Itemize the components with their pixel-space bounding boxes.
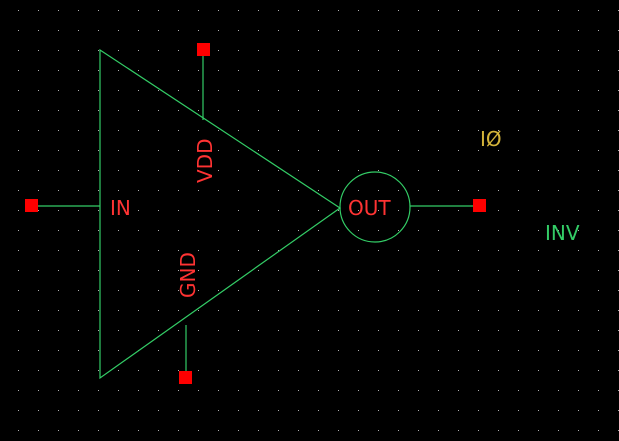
gnd-pin-label: GND [176, 252, 200, 298]
instance-name-label[interactable]: IØ [480, 127, 502, 151]
in-pin-icon[interactable] [25, 199, 38, 212]
vdd-pin-icon[interactable] [197, 43, 210, 56]
inverter-triangle[interactable] [99, 48, 342, 380]
cell-name-label[interactable]: INV [545, 221, 580, 245]
in-pin-label: IN [110, 196, 131, 220]
out-pin-icon[interactable] [473, 199, 486, 212]
output-bubble[interactable] [339, 171, 411, 243]
gnd-pin-icon[interactable] [179, 371, 192, 384]
vdd-pin-label: VDD [193, 139, 217, 183]
grid-dots [18, 10, 619, 431]
out-pin-label: OUT [348, 196, 391, 220]
